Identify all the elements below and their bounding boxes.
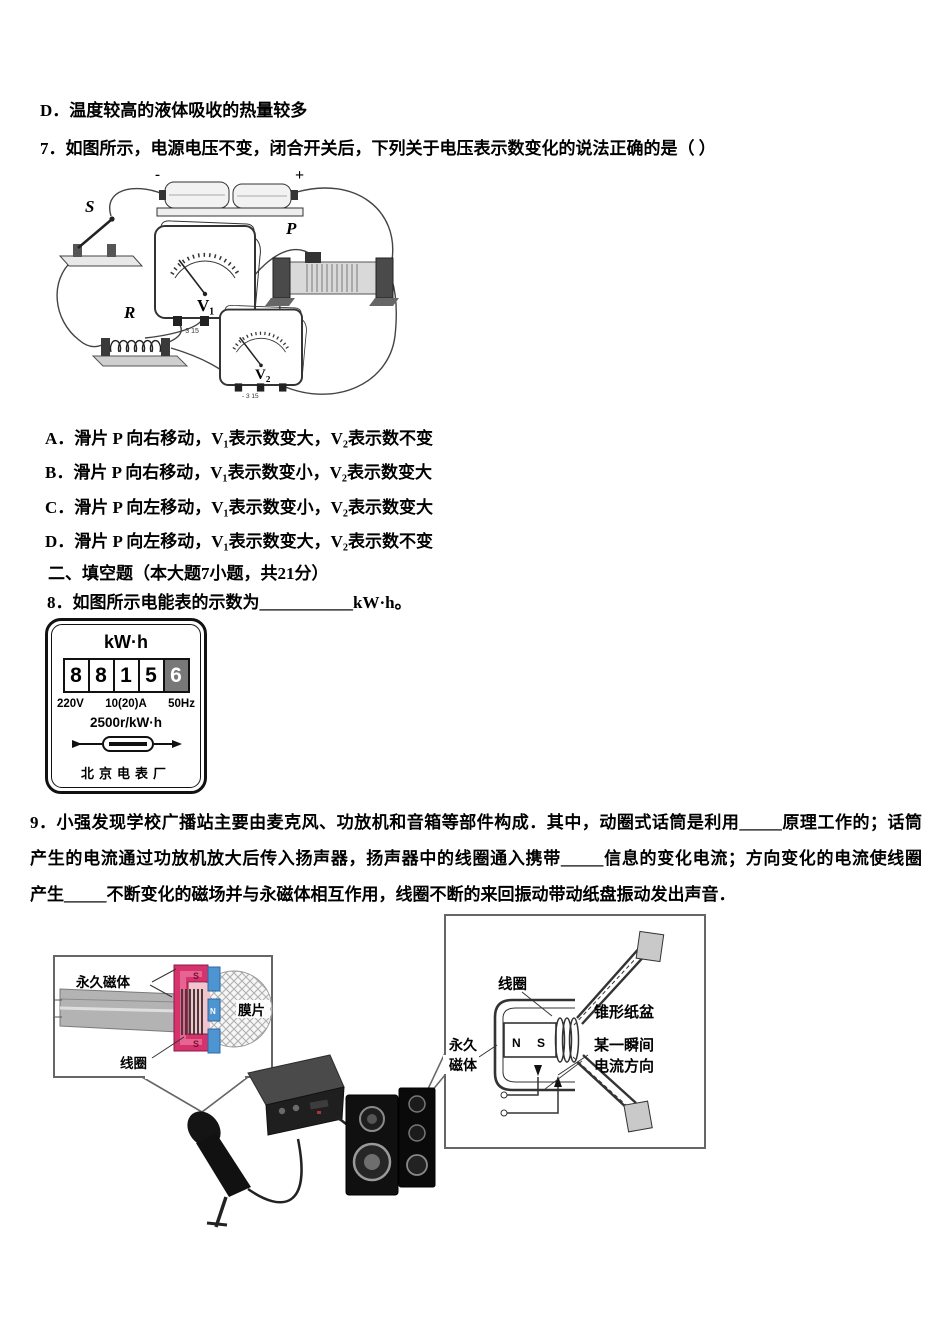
- q7-option-b: B．滑片 P 向右移动，V₁表示数变小，V₂表示数变大: [45, 463, 433, 482]
- mic-blue-support-mid: [207, 998, 221, 1022]
- speaker-terminal: [500, 1109, 508, 1117]
- speaker-photo: [335, 1087, 436, 1196]
- speaker-pole-s: S: [537, 1036, 545, 1050]
- meter-digit-display: 8 8 1 5 6: [62, 658, 190, 693]
- voltmeter-v2: V₂ - 3 15: [219, 304, 307, 400]
- speaker-yoke: [493, 998, 575, 1092]
- speaker-frame-bottom: [623, 1100, 653, 1133]
- speaker-frame-top: [635, 930, 665, 963]
- mic-coil: [181, 989, 203, 1035]
- meter-factory-label: 北京电表厂: [80, 766, 171, 781]
- voltmeter2-terminal-marks: - 3 15: [242, 393, 259, 400]
- circuit-diagram: - + S V₁: [56, 168, 399, 400]
- speaker-diagram: N S: [427, 914, 706, 1149]
- q7-option-d: D．滑片 P 向左移动，V₁表示数变大，V₂表示数不变: [45, 532, 433, 551]
- meter-frequency: 50Hz: [168, 698, 195, 710]
- mic-diagram: S S N 永久磁体 膜片 线圈: [53, 955, 273, 1113]
- meter-disk-icon: [72, 736, 182, 752]
- meter-rev-rate: 2500r/kW·h: [89, 715, 163, 730]
- slider-label: P: [285, 219, 297, 238]
- question8-stem: 8．如图所示电能表的示数为___________kW·h。: [47, 593, 412, 612]
- switch-label: S: [85, 197, 94, 216]
- meter-digit: 8: [64, 660, 90, 691]
- section2-header: 二、填空题（本大题7小题，共21分）: [48, 564, 329, 583]
- current-arrow-down: [534, 1065, 542, 1076]
- rheostat: P: [265, 219, 399, 306]
- mic-coil-label: 线圈: [120, 1055, 147, 1071]
- meter-digit: 5: [139, 660, 165, 691]
- mic-pole-n: N: [210, 1007, 216, 1016]
- mic-cable: [247, 1138, 303, 1204]
- question9-line2: 产生的电流通过功放机放大后传入扬声器，扬声器中的线圈通入携带_____信息的变化…: [30, 849, 922, 868]
- speaker-coil-label: 线圈: [498, 975, 527, 993]
- resistor-label: R: [123, 303, 135, 322]
- speaker-cone-label: 锥形纸盆: [594, 1003, 655, 1021]
- meter-digit-tenths: 6: [164, 660, 188, 691]
- meter-digit: 8: [89, 660, 115, 691]
- mic-blue-support-bottom: [207, 1028, 221, 1054]
- switch: S: [58, 197, 144, 267]
- meter-current: 10(20)A: [105, 698, 147, 710]
- q7-option-a: A．滑片 P 向右移动，V₁表示数变大，V₂表示数不变: [45, 429, 433, 448]
- meter-digit: 1: [114, 660, 140, 691]
- resistor: R: [91, 303, 189, 367]
- mic-diaphragm-label: 膜片: [238, 1002, 265, 1018]
- mic-speaker-figure: S S N 永久磁体 膜片 线圈: [53, 914, 706, 1228]
- meter-unit-label: kW·h: [104, 632, 148, 652]
- voltmeter1-terminal-marks: - 3 15: [181, 328, 199, 335]
- speaker-pole-n: N: [512, 1036, 521, 1050]
- meter-specs: 220V 10(20)A 50Hz: [57, 698, 195, 710]
- mic-callout-tail: [139, 1076, 251, 1113]
- mic-blue-support-top: [207, 966, 221, 992]
- microphone-photo: [187, 1111, 303, 1228]
- battery-plus-label: +: [295, 168, 304, 184]
- energy-meter-figure: kW·h 8 8 1 5 6 220V 10(20)A 50Hz 2500r/k…: [45, 618, 207, 794]
- speaker-moment-label-2: 电流方向: [594, 1057, 654, 1075]
- prev-question-option-d: D．温度较高的液体吸收的热量较多: [40, 101, 308, 120]
- battery-minus-label: -: [155, 168, 160, 183]
- speaker-cone: [572, 944, 649, 1111]
- speaker-callout-tail: [427, 1052, 446, 1090]
- voltmeter-v1: V₁ - 3 15: [154, 220, 261, 335]
- battery: - +: [155, 168, 304, 217]
- mic-pole-s-bottom: S: [193, 1039, 199, 1049]
- speaker-coil: [554, 1017, 580, 1063]
- q7-option-c: C．滑片 P 向左移动，V₁表示数变小，V₂表示数变大: [45, 498, 433, 517]
- speaker-magnet-label-1: 永久: [448, 1037, 478, 1053]
- meter-voltage: 220V: [57, 698, 84, 710]
- mic-pole-s-top: S: [193, 971, 199, 981]
- question7-stem: 7．如图所示，电源电压不变，闭合开关后，下列关于电压表示数变化的说法正确的是（ …: [40, 139, 716, 158]
- voltmeter1-label: V₁: [197, 296, 214, 315]
- question9-line1: 9．小强发现学校广播站主要由麦克风、功放机和音箱等部件构成．其中，动圈式话筒是利…: [30, 813, 922, 832]
- speaker-magnet-label-2: 磁体: [449, 1057, 478, 1073]
- amplifier-photo: [247, 1054, 345, 1136]
- speaker-moment-label-1: 某一瞬间: [594, 1036, 654, 1054]
- current-arrow-up: [554, 1076, 562, 1087]
- question9-line3: 产生_____不断变化的磁场并与永磁体相互作用，线圈不断的来回振动带动纸盘振动发…: [30, 885, 736, 904]
- energy-meter-face: kW·h 8 8 1 5 6 220V 10(20)A 50Hz 2500r/k…: [51, 624, 201, 788]
- voltmeter2-label: V₂: [255, 367, 271, 383]
- speaker-terminal: [500, 1091, 508, 1099]
- mic-magnet-label: 永久磁体: [76, 974, 130, 990]
